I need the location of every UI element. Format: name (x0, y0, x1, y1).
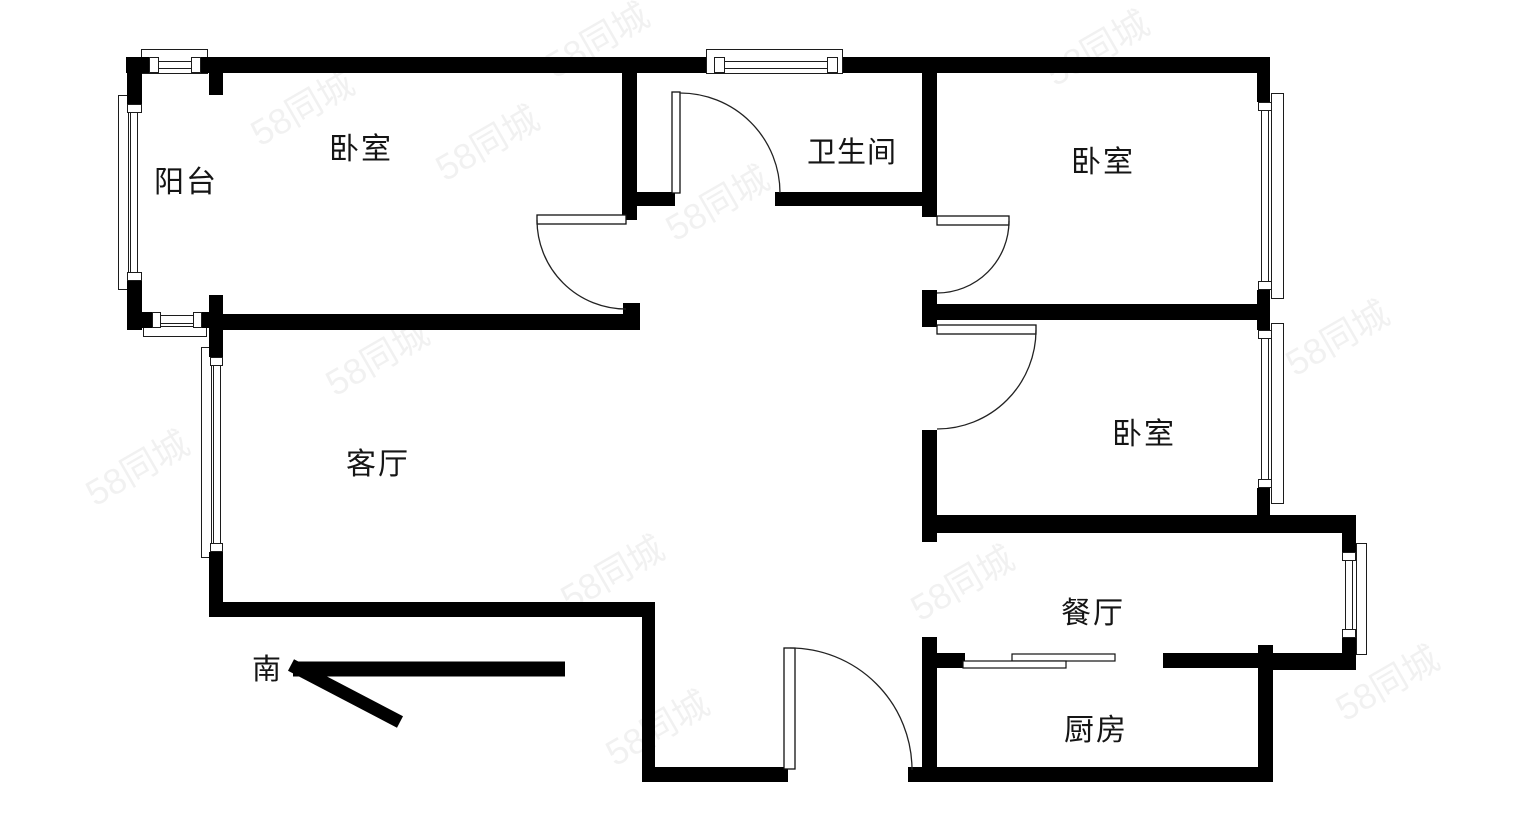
watermark: 58同城 (1278, 292, 1397, 384)
wall-segment (642, 602, 655, 782)
wall-segment (1257, 57, 1270, 102)
balcony-top-window-glass (159, 61, 191, 69)
wall-segment (201, 57, 706, 73)
wall-segment (209, 330, 223, 357)
watermark: 58同城 (78, 422, 197, 514)
window-post (210, 543, 223, 552)
sliding-door-panel (1011, 653, 1116, 662)
wall-segment (775, 192, 922, 206)
window-post (714, 57, 725, 73)
wall-segment (1342, 533, 1356, 552)
room-label-living-room: 客厅 (346, 448, 410, 481)
window-post (1258, 102, 1272, 111)
entry-door-leaf (783, 647, 796, 770)
watermark: 58同城 (903, 537, 1022, 629)
sliding-door-panel (962, 660, 1067, 669)
balcony-left-window-frame (118, 95, 129, 290)
window-post (191, 57, 201, 73)
wall-segment (642, 767, 788, 782)
wall-segment (127, 312, 152, 328)
window-post (127, 272, 142, 281)
window-post (149, 57, 159, 73)
bedroom3-window-glass (1261, 339, 1269, 479)
window-post (1258, 330, 1272, 339)
window-post (827, 57, 838, 73)
room-label-bedroom-top-left: 卧室 (329, 133, 393, 166)
bedroom3-door-leaf (936, 324, 1037, 335)
wall-segment (209, 57, 223, 95)
room-label-bedroom-top-right: 卧室 (1071, 146, 1135, 179)
bedroom2-door-arc (936, 220, 1010, 294)
balcony-bottom-window-frame (143, 326, 207, 337)
window-post (127, 104, 142, 113)
wall-segment (922, 515, 1356, 533)
wall-segment (908, 767, 1273, 782)
bedroom1-door-arc (536, 219, 627, 310)
wall-segment (209, 295, 223, 330)
room-label-balcony: 阳台 (154, 166, 218, 199)
wall-segment (922, 58, 937, 217)
wall-segment (637, 192, 675, 206)
window-post (193, 312, 202, 328)
balcony-left-window-glass (130, 113, 138, 272)
bathroom-top-window-glass (725, 61, 827, 69)
compass-south-label: 南 (252, 654, 284, 686)
bedroom2-window-frame (1271, 93, 1284, 299)
dining-window-glass (1345, 561, 1353, 629)
window-post (152, 312, 161, 328)
bedroom2-window-glass (1261, 111, 1269, 281)
bathroom-door-leaf (671, 91, 681, 194)
wall-segment (1273, 653, 1356, 670)
wall-segment (622, 72, 637, 220)
dining-window-frame (1356, 543, 1367, 655)
watermark: 58同城 (598, 682, 717, 774)
window-post (1258, 479, 1272, 488)
wall-segment (223, 314, 623, 330)
wall-segment (935, 653, 965, 668)
window-post (1258, 281, 1272, 290)
bedroom3-door-arc (936, 329, 1037, 430)
living-room-window-glass (213, 366, 221, 543)
window-post (210, 357, 223, 366)
wall-segment (922, 430, 937, 542)
bedroom3-window-frame (1271, 323, 1284, 504)
bathroom-door-arc (679, 92, 781, 194)
wall-segment (210, 602, 655, 617)
balcony-bottom-window-glass (161, 315, 193, 324)
room-label-bedroom-middle-right: 卧室 (1112, 418, 1176, 451)
window-post (1342, 552, 1356, 561)
wall-segment (843, 57, 1270, 73)
bedroom1-door-leaf (536, 214, 627, 225)
wall-segment (127, 57, 142, 104)
south-arrow-barb (287, 659, 404, 728)
living-room-window-frame (201, 347, 212, 558)
room-label-dining-room: 餐厅 (1061, 597, 1125, 630)
wall-segment (922, 637, 937, 782)
wall-segment (209, 552, 223, 617)
watermark: 58同城 (428, 97, 547, 189)
room-label-bathroom: 卫生间 (807, 137, 898, 169)
bedroom2-door-leaf (936, 215, 1010, 226)
wall-segment (1163, 653, 1260, 668)
wall-segment (1258, 645, 1273, 782)
wall-segment (922, 290, 937, 327)
entry-door-arc (789, 647, 913, 771)
room-label-kitchen: 厨房 (1064, 714, 1128, 747)
wall-segment (623, 303, 640, 330)
wall-segment (937, 304, 1270, 320)
window-post (1342, 629, 1356, 638)
wall-segment (1257, 290, 1270, 330)
watermark: 58同城 (538, 0, 657, 86)
watermark: 58同城 (1038, 2, 1157, 94)
